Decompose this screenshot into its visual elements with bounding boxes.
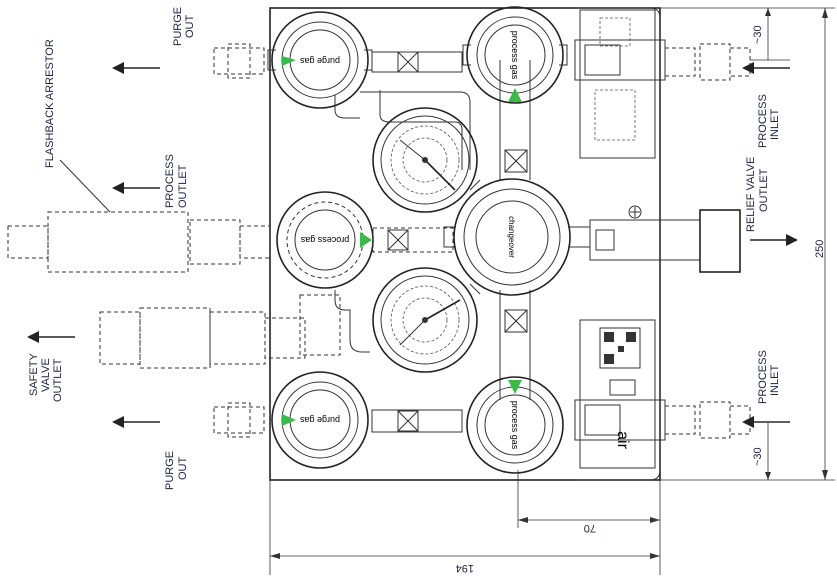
label-safety-valve-outlet-2: VALVE [40, 358, 52, 392]
changeover-valve: changeover [443, 178, 591, 296]
arrow-relief-valve-outlet [750, 234, 798, 246]
label-safety-valve-outlet-3: OUTLET [52, 358, 64, 402]
qr-code [599, 327, 641, 369]
arrow-process-inlet-top [742, 62, 790, 74]
relief-valve [589, 205, 741, 273]
process-inlet-fitting-top [574, 39, 751, 81]
label-process-inlet-bottom-1: PROCESS [757, 350, 769, 404]
label-purge-out-bottom-2: OUT [177, 456, 189, 480]
internal-tubing [334, 90, 471, 170]
label-safety-valve-outlet-1: SAFETY [28, 353, 40, 396]
regulator-purge-bottom: purge gas [271, 371, 369, 469]
dimension-30-top: ~30 [752, 25, 764, 44]
dimension-70: 70 [583, 522, 596, 534]
label-plate-top [579, 9, 656, 159]
safety-valve-outlet-fitting [99, 294, 341, 369]
label-process-outlet-2: OUTLET [177, 164, 189, 208]
arrow-process-outlet [112, 182, 160, 194]
regulator-process-middle: process gas [276, 191, 374, 289]
logo: air [614, 431, 631, 449]
arrow-purge-out-bottom [112, 416, 160, 428]
dimension-250: 250 [814, 239, 826, 258]
label-process-inlet-top-2: INLET [769, 108, 781, 140]
label-relief-valve-outlet-2: OUTLET [758, 168, 770, 212]
valve-middle-link [387, 229, 409, 251]
process-inlet-fitting-bottom [574, 399, 751, 441]
label-purge-out-top-2: OUT [184, 14, 196, 38]
label-relief-valve-outlet-1: RELIEF VALVE [745, 156, 757, 232]
flashback-arrestor [7, 159, 271, 273]
regulator-label-process-middle: process gas [300, 235, 349, 245]
label-plate-bottom: air [579, 319, 656, 469]
purge-outlet-fitting-bottom [213, 402, 265, 438]
regulator-process-bottom: process gas [466, 376, 564, 474]
arrow-safety-valve-outlet [27, 331, 75, 343]
label-purge-out-bottom-1: PURGE [164, 450, 176, 490]
valve-top-center [504, 149, 528, 173]
dimension-lines [269, 7, 835, 575]
regulator-label-process-bottom: process gas [510, 401, 520, 450]
dimension-194: 194 [455, 562, 474, 574]
changeover-label: changeover [507, 216, 516, 258]
dimension-30-bottom: ~30 [752, 447, 764, 466]
label-flashback-arrestor: FLASHBACK ARRESTOR [44, 39, 56, 168]
label-process-inlet-top-1: PROCESS [757, 94, 769, 148]
arrow-purge-out-top [112, 62, 160, 74]
regulator-label-purge-top: purge gas [299, 56, 340, 66]
purge-outlet-fitting-top [213, 43, 265, 79]
pressure-gauge-bottom [372, 267, 478, 373]
pressure-gauge-top [372, 107, 478, 213]
regulator-purge-top: purge gas [267, 11, 373, 109]
label-process-inlet-bottom-2: INLET [769, 364, 781, 396]
valve-bottom-center [504, 309, 528, 333]
label-purge-out-top-1: PURGE [172, 6, 184, 46]
label-process-outlet-1: PROCESS [164, 154, 176, 208]
valve-bottom-link [397, 410, 419, 432]
valve-top-link [397, 51, 419, 73]
regulator-process-top: process gas [462, 6, 568, 104]
regulator-label-process-top: process gas [510, 31, 520, 80]
regulator-label-purge-bottom: purge gas [299, 415, 340, 425]
